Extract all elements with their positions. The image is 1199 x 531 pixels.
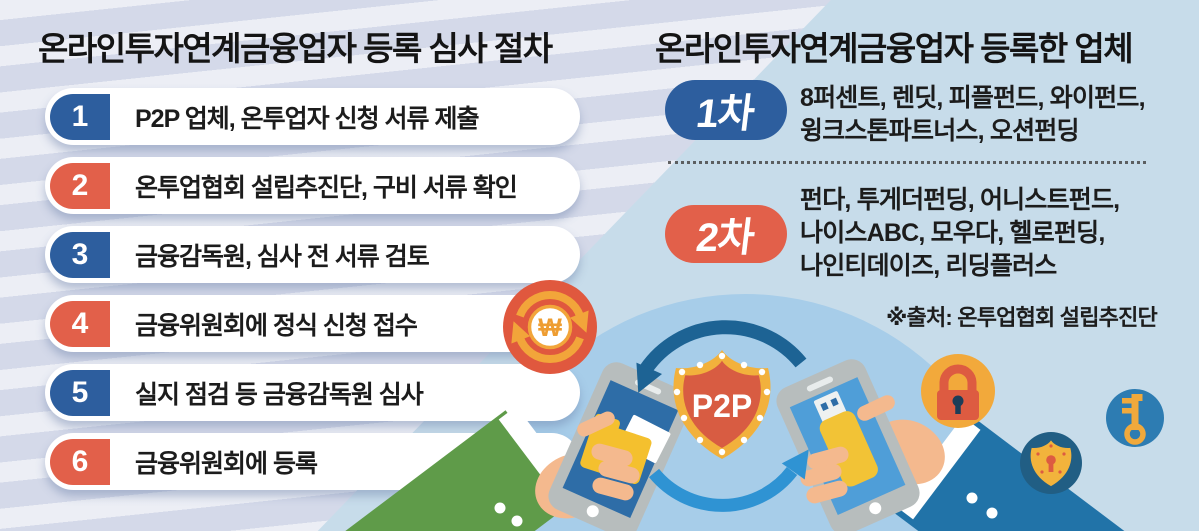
- round-2-label: 2차: [694, 216, 757, 260]
- step-row-4: 4 금융위원회에 정식 신청 접수: [45, 295, 580, 352]
- step-text: 금융감독원, 심사 전 서류 검토: [135, 242, 430, 271]
- step-number: 1: [71, 99, 89, 133]
- step-row-2: 2 온투업협회 설립추진단, 구비 서류 확인: [45, 157, 580, 214]
- step-row-1: 1 P2P 업체, 온투업자 신청 서류 제출: [45, 88, 580, 145]
- page-title-right: 온라인투자연계금융업자 등록한 업체: [655, 30, 1134, 67]
- round-1-companies: 8퍼센트, 렌딧, 피플펀드, 와이펀드, 윙크스톤파트너스, 오션펀딩: [800, 82, 1146, 148]
- step-row-5: 5 실지 점검 등 금융감독원 심사: [45, 364, 580, 421]
- company-line: 펀다, 투게더펀딩, 어니스트펀드,: [800, 186, 1120, 214]
- company-line: 나인티데이즈, 리딩플러스: [800, 252, 1057, 280]
- round-1-badge: 1차: [665, 80, 787, 140]
- step-number-badge: 4: [50, 300, 110, 347]
- step-text: 금융위원회에 등록: [135, 449, 318, 478]
- step-text: 온투업협회 설립추진단, 구비 서류 확인: [135, 173, 518, 202]
- step-number: 6: [71, 444, 89, 478]
- step-number-badge: 5: [50, 369, 110, 416]
- step-number-badge: 2: [50, 162, 110, 209]
- step-row-3: 3 금융감독원, 심사 전 서류 검토: [45, 226, 580, 283]
- step-row-6: 6 금융위원회에 등록: [45, 433, 580, 490]
- page-title-left: 온라인투자연계금융업자 등록 심사 절차: [38, 30, 553, 67]
- source-note: ※출처: 온투업협회 설립추진단: [885, 305, 1158, 330]
- company-line: 8퍼센트, 렌딧, 피플펀드, 와이펀드,: [800, 84, 1146, 112]
- step-number: 3: [71, 237, 89, 271]
- company-line: 윙크스톤파트너스, 오션펀딩: [800, 117, 1080, 145]
- step-number-badge: 6: [50, 438, 110, 485]
- step-text: 실지 점검 등 금융감독원 심사: [135, 380, 424, 409]
- round-2-companies: 펀다, 투게더펀딩, 어니스트펀드, 나이스ABC, 모우다, 헬로펀딩, 나인…: [800, 184, 1120, 283]
- step-number-badge: 3: [50, 231, 110, 278]
- step-number-badge: 1: [50, 93, 110, 140]
- round-2-badge: 2차: [665, 205, 787, 263]
- step-number: 5: [71, 375, 89, 409]
- step-text: 금융위원회에 정식 신청 접수: [135, 311, 418, 340]
- step-text: P2P 업체, 온투업자 신청 서류 제출: [135, 104, 479, 133]
- dotted-divider: [668, 161, 1146, 164]
- step-number: 2: [71, 168, 89, 202]
- step-number: 4: [71, 306, 89, 340]
- round-1-label: 1차: [694, 92, 757, 136]
- company-line: 나이스ABC, 모우다, 헬로펀딩,: [800, 219, 1105, 247]
